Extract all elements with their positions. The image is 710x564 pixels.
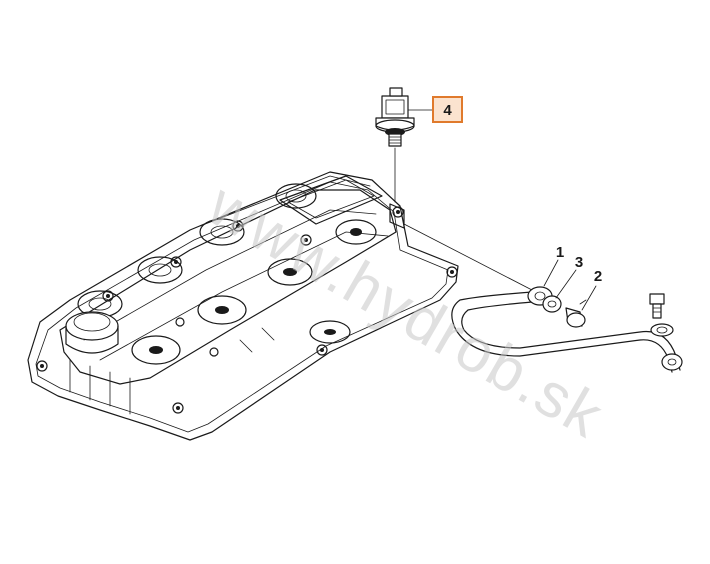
callout-4-label: 4 bbox=[443, 102, 452, 119]
banjo-bolt-right bbox=[649, 293, 665, 319]
pressure-sensor bbox=[375, 87, 415, 203]
sealing-washer bbox=[542, 295, 562, 313]
sealing-washer-right bbox=[650, 323, 674, 337]
callout-2-label[interactable]: 2 bbox=[594, 268, 602, 285]
valve-cover bbox=[27, 171, 459, 441]
callout-1-label[interactable]: 1 bbox=[556, 244, 564, 261]
banjo-bolt bbox=[565, 299, 587, 328]
callout-4[interactable]: 4 bbox=[432, 96, 463, 123]
callout-3-label[interactable]: 3 bbox=[575, 254, 583, 271]
